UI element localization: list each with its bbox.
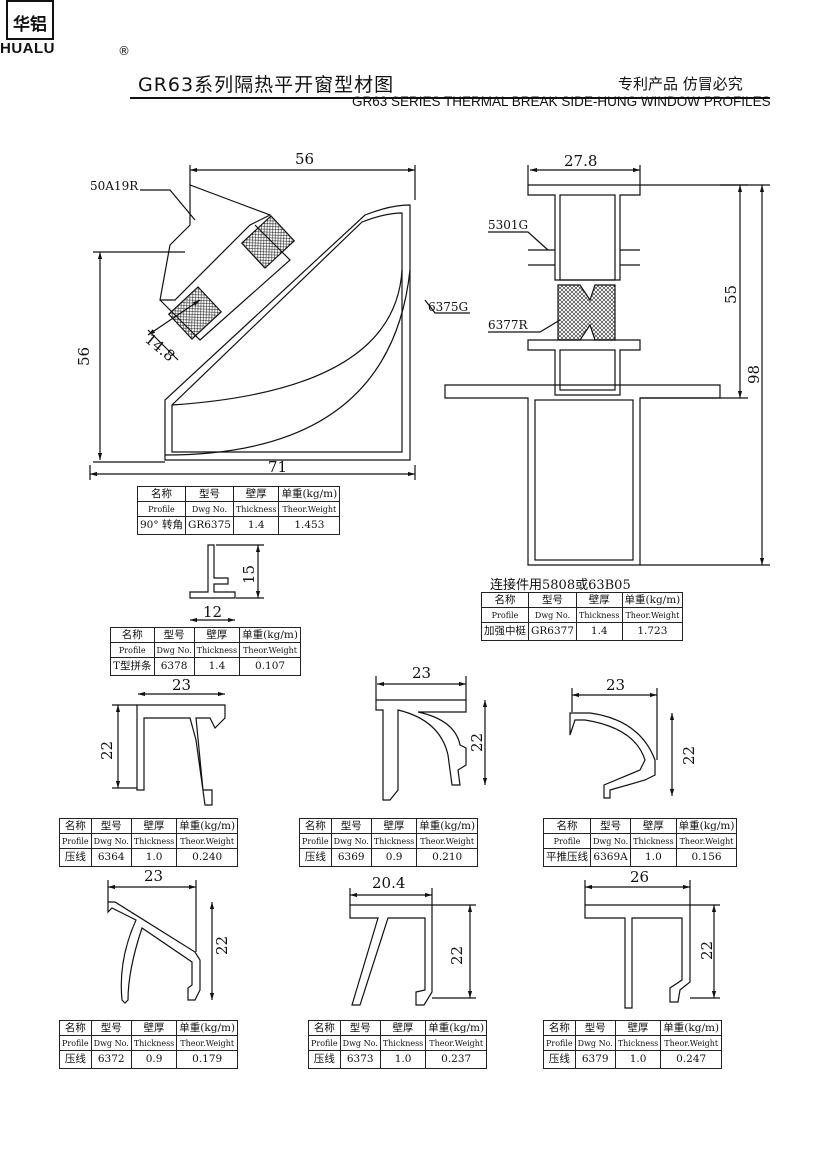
dim-6377-width: 27.8 [564, 152, 598, 170]
patent-notice: 专利产品 仿冒必究 [618, 75, 743, 93]
dim-6369-height: 22 [468, 732, 486, 752]
callout-5301g: 5301G [488, 218, 529, 232]
dim-6373-height: 22 [448, 945, 466, 965]
dim-6372-width: 23 [144, 867, 164, 885]
profile-6378-drawing [189, 544, 264, 623]
dwg-no: 6372 [90, 1050, 132, 1069]
page-title-en: GR63 SERIES THERMAL BREAK SIDE-HUNG WIND… [352, 94, 771, 109]
logo-chinese: 华铝 [13, 15, 47, 35]
thickness: 1.0 [379, 1050, 427, 1069]
thickness: 0.9 [130, 1050, 178, 1069]
profile-6364-drawing [112, 691, 226, 806]
profile-6369-drawing [375, 676, 488, 801]
dim-6369-width: 23 [412, 664, 432, 682]
profile-6372-drawing [107, 880, 215, 1004]
weight: 0.240 [176, 848, 239, 867]
dim-6377-upper-height: 55 [722, 284, 740, 304]
registered-mark: ® [118, 44, 130, 58]
dim-6372-height: 22 [213, 935, 231, 955]
dim-6379-width: 26 [630, 868, 650, 886]
profile-name: 平推压线 [543, 848, 591, 867]
profile-name: 压线 [59, 848, 92, 867]
thickness: 1.0 [614, 1050, 662, 1069]
dim-6375-span: 71 [268, 458, 288, 476]
dim-6369a-width: 23 [606, 676, 626, 694]
page-title-cn: GR63系列隔热平开窗型材图 [138, 74, 395, 96]
profile-6373-drawing [349, 888, 476, 1006]
weight: 0.156 [675, 848, 738, 867]
dim-6373-width: 20.4 [372, 874, 406, 892]
profile-name: 压线 [299, 848, 332, 867]
profile-6369a-drawing [569, 688, 675, 799]
weight: 0.210 [416, 848, 479, 867]
dwg-no: 6378 [153, 657, 195, 676]
thickness: 1.4 [232, 516, 280, 535]
thickness: 1.0 [130, 848, 178, 867]
weight: 0.107 [239, 657, 301, 676]
logo-frame [6, 0, 54, 40]
profile-6379-drawing [584, 880, 720, 1009]
connector-note: 连接件用5808或63B05 [490, 578, 631, 593]
profile-name: 压线 [59, 1050, 92, 1069]
dwg-no: GR6377 [527, 622, 578, 641]
dwg-no: 6373 [339, 1050, 381, 1069]
dwg-no: 6364 [90, 848, 132, 867]
dim-6379-height: 22 [698, 940, 716, 960]
dim-6378-height: 15 [240, 564, 258, 584]
thickness: 1.4 [193, 657, 241, 676]
dwg-no: GR6375 [184, 516, 234, 535]
dim-6375-height: 56 [75, 346, 93, 366]
dim-6364-width: 23 [172, 676, 192, 694]
dim-6377-total-height: 98 [745, 364, 763, 384]
logo-english: HUALU [0, 40, 55, 57]
thickness: 1.4 [576, 622, 623, 641]
dim-6364-height: 22 [98, 740, 116, 760]
profile-name: 90° 转角 [137, 516, 186, 535]
dim-6378-width: 12 [203, 603, 223, 621]
hualu-logo: 华铝 HUALU ® [0, 0, 130, 60]
weight: 1.723 [621, 622, 684, 641]
profile-name: 压线 [308, 1050, 341, 1069]
dim-6369a-height: 22 [680, 745, 698, 765]
dim-6375-width: 56 [295, 150, 315, 168]
header-rule [130, 97, 770, 99]
profile-gr6375-drawing [89, 165, 470, 480]
callout-6375g: 6375G [428, 300, 469, 314]
callout-50a19r: 50A19R [90, 179, 139, 193]
profile-name: T型拼条 [110, 657, 155, 676]
dwg-no: 6379 [574, 1050, 616, 1069]
profile-name: 加强中梃 [481, 622, 529, 641]
dwg-no: 6369A [589, 848, 632, 867]
thickness: 0.9 [370, 848, 418, 867]
profile-name: 压线 [543, 1050, 576, 1069]
weight: 0.179 [176, 1050, 239, 1069]
weight: 0.247 [660, 1050, 723, 1069]
dwg-no: 6369 [330, 848, 372, 867]
callout-6377r: 6377R [488, 318, 528, 332]
thickness: 1.0 [630, 848, 677, 867]
weight: 0.237 [425, 1050, 488, 1069]
profile-gr6377-drawing [444, 165, 770, 566]
weight: 1.453 [278, 516, 341, 535]
